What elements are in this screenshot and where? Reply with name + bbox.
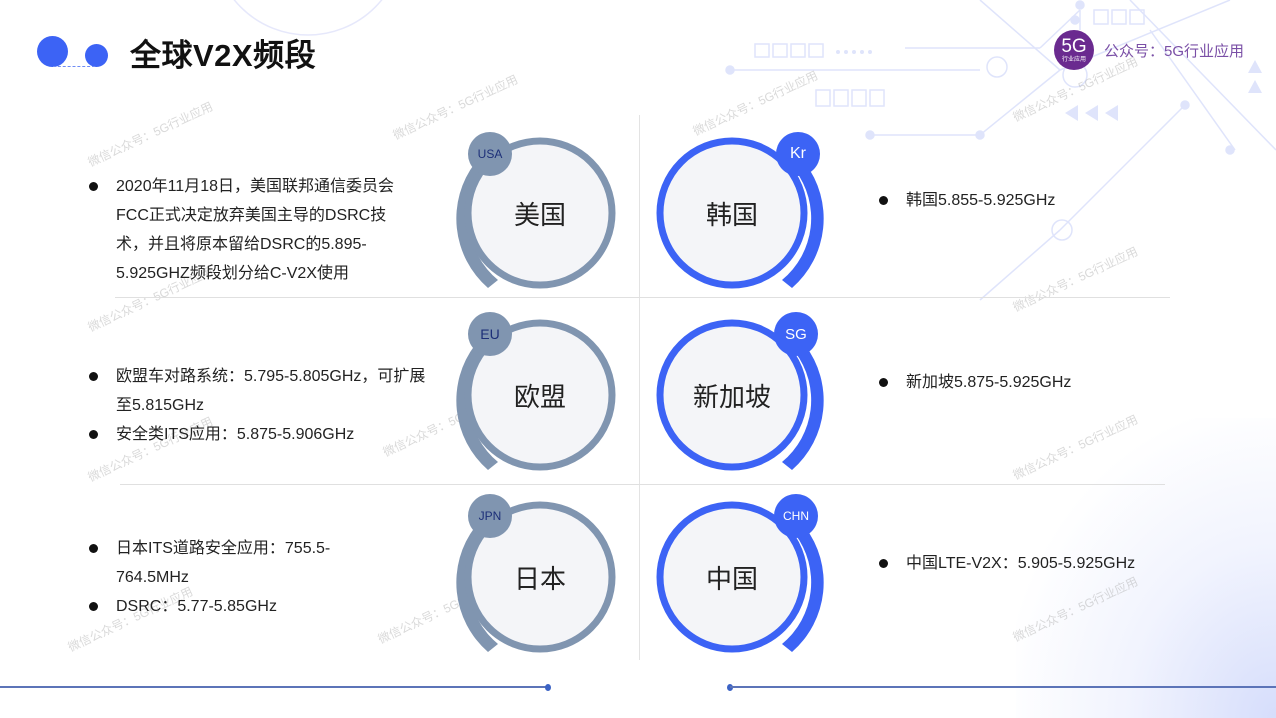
badge-chn: CHN bbox=[774, 494, 818, 538]
ring-icon bbox=[456, 501, 616, 653]
kr-bullets: 韩国5.855-5.925GHz bbox=[876, 186, 1196, 215]
brand-badge: 5G 行业应用 公众号：5G行业应用 bbox=[1054, 30, 1244, 70]
badge-usa: USA bbox=[468, 132, 512, 176]
region-name: 新加坡 bbox=[692, 381, 771, 412]
bullet-item: 安全类ITS应用：5.875-5.906GHz bbox=[86, 420, 426, 449]
badge-kr: Kr bbox=[776, 132, 820, 176]
footer-line-left bbox=[0, 686, 548, 688]
watermark: 微信公众号：5G行业应用 bbox=[1010, 412, 1141, 483]
badge-eu: EU bbox=[468, 312, 512, 356]
region-circle-jpn: JPN 日本 bbox=[440, 482, 630, 672]
region-name: 日本 bbox=[513, 563, 566, 594]
brand-logo-subtext: 行业应用 bbox=[1061, 57, 1086, 63]
brand-logo-icon: 5G 行业应用 bbox=[1054, 30, 1094, 70]
region-circle-sg: SG 新加坡 bbox=[640, 300, 830, 490]
bullet-item: 新加坡5.875-5.925GHz bbox=[876, 368, 1196, 397]
bullet-item: 韩国5.855-5.925GHz bbox=[876, 186, 1196, 215]
row-divider bbox=[120, 484, 1165, 485]
decor-dot-small bbox=[85, 44, 108, 67]
badge-sg: SG bbox=[774, 312, 818, 356]
brand-logo-text: 5G bbox=[1061, 36, 1087, 57]
title-decoration bbox=[37, 36, 112, 68]
bullet-item: 日本ITS道路安全应用：755.5-764.5MHz bbox=[86, 534, 386, 592]
bullet-item: 欧盟车对路系统：5.795-5.805GHz，可扩展至5.815GHz bbox=[86, 362, 426, 420]
region-circle-eu: EU 欧盟 bbox=[440, 300, 630, 490]
sg-bullets: 新加坡5.875-5.925GHz bbox=[876, 368, 1196, 397]
decor-dashed-line bbox=[53, 66, 95, 67]
bullet-item: 中国LTE-V2X：5.905-5.925GHz bbox=[876, 549, 1196, 578]
region-circle-usa: USA 美国 bbox=[440, 118, 630, 308]
bullet-item: DSRC：5.77-5.85GHz bbox=[86, 592, 386, 621]
eu-bullets: 欧盟车对路系统：5.795-5.805GHz，可扩展至5.815GHz 安全类I… bbox=[86, 362, 426, 449]
decor-dot-large bbox=[37, 36, 68, 67]
footer-line-right bbox=[730, 686, 1276, 688]
footer-dot-left bbox=[545, 684, 551, 691]
watermark: 微信公众号：5G行业应用 bbox=[1010, 244, 1141, 315]
ring-icon bbox=[656, 137, 824, 289]
ring-icon bbox=[456, 319, 616, 471]
watermark: 微信公众号：5G行业应用 bbox=[85, 99, 216, 170]
badge-jpn: JPN bbox=[468, 494, 512, 538]
region-name: 欧盟 bbox=[513, 381, 566, 412]
chn-bullets: 中国LTE-V2X：5.905-5.925GHz bbox=[876, 549, 1196, 578]
region-circle-kr: Kr 韩国 bbox=[640, 118, 830, 308]
region-name: 美国 bbox=[513, 199, 566, 230]
region-name: 韩国 bbox=[705, 199, 758, 230]
ring-icon bbox=[656, 319, 824, 471]
row-divider bbox=[115, 297, 1170, 298]
center-divider bbox=[639, 115, 640, 660]
brand-text: 公众号：5G行业应用 bbox=[1104, 42, 1245, 60]
ring-icon bbox=[456, 137, 616, 289]
bullet-item: 2020年11月18日，美国联邦通信委员会FCC正式决定放弃美国主导的DSRC技… bbox=[86, 172, 416, 288]
ring-icon bbox=[656, 501, 824, 653]
page-title: 全球V2X频段 bbox=[130, 38, 317, 73]
region-circle-chn: CHN 中国 bbox=[640, 482, 830, 672]
region-name: 中国 bbox=[705, 563, 758, 594]
watermark: 微信公众号：5G行业应用 bbox=[1010, 574, 1141, 645]
jpn-bullets: 日本ITS道路安全应用：755.5-764.5MHz DSRC：5.77-5.8… bbox=[86, 534, 386, 621]
usa-bullets: 2020年11月18日，美国联邦通信委员会FCC正式决定放弃美国主导的DSRC技… bbox=[86, 172, 416, 288]
